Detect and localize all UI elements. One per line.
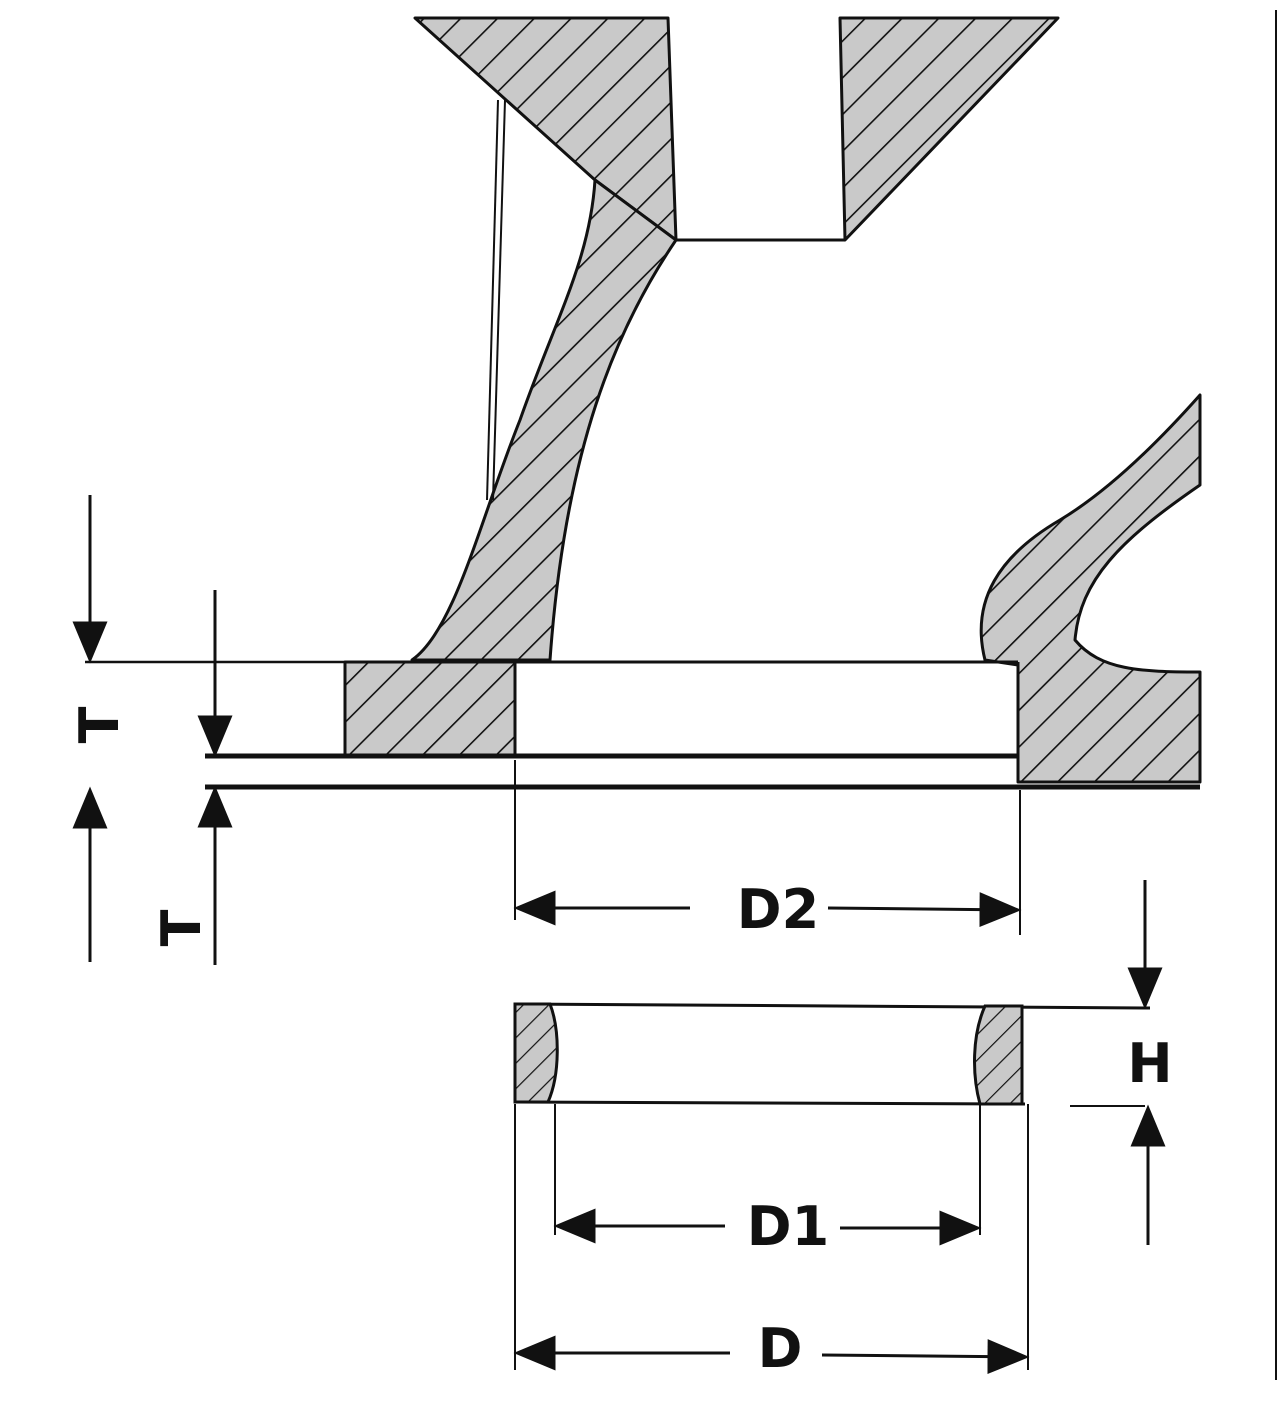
extension-lines xyxy=(514,760,1145,1370)
d2-label: D2 xyxy=(737,878,819,941)
h-label: H xyxy=(1127,1032,1172,1095)
d1-label: D1 xyxy=(747,1195,829,1258)
d2-arrow-right xyxy=(827,892,1022,928)
fitting-body-section xyxy=(343,16,1202,784)
right-branch-wall-section xyxy=(979,393,1202,784)
flange-face-lines xyxy=(205,753,1200,790)
upper-right-wall-section xyxy=(838,16,1060,242)
dimension-arrows xyxy=(72,495,1166,1375)
d-arrow-right xyxy=(821,1339,1030,1375)
t-lower-label: T xyxy=(150,909,213,946)
gasket-right-section xyxy=(973,1004,1024,1106)
gasket-left-section xyxy=(513,1002,559,1104)
gasket-section xyxy=(513,1002,1151,1106)
left-flange-section xyxy=(343,660,517,757)
d-label: D xyxy=(758,1317,803,1380)
bore-outlines xyxy=(85,99,1020,782)
t-upper-label: T xyxy=(68,706,131,743)
upper-left-wall-section xyxy=(413,16,678,242)
curved-wall-section xyxy=(410,178,678,662)
